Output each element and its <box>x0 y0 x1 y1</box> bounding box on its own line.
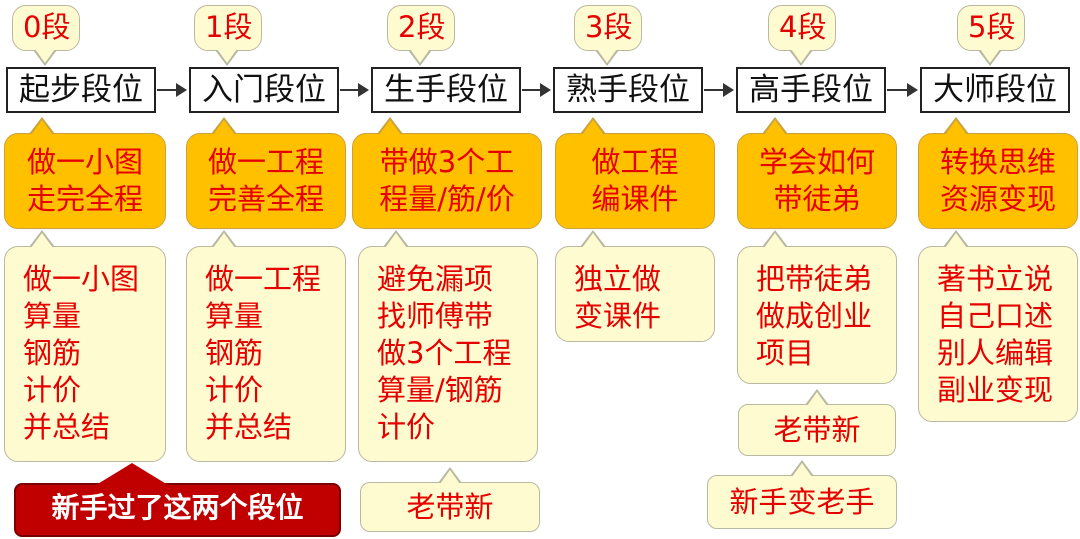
arrow-4-5 <box>887 83 918 97</box>
arrow-3-4 <box>704 83 734 97</box>
detail-box-5: 著书立说 自己口述 别人编辑 副业变现 <box>918 230 1078 422</box>
stage-box-4: 高手段位 <box>736 67 886 113</box>
beginner-banner: 新手过了这两个段位 <box>14 463 341 537</box>
level-badge-5: 5段 <box>957 5 1025 66</box>
detail-box-4: 把带徒弟 做成创业 项目 <box>737 230 897 384</box>
stage-box-1: 入门段位 <box>189 67 339 113</box>
detail-box-1: 做一工程 算量 钢筋 计价 并总结 <box>186 230 346 462</box>
goal-box-5: 转换思维资源变现 <box>918 117 1078 229</box>
level-badge-2: 2段 <box>387 5 455 66</box>
arrow-0-1 <box>157 83 187 97</box>
arrow-2-3 <box>522 83 551 97</box>
goal-box-4: 学会如何带徒弟 <box>737 117 897 229</box>
stage-box-2: 生手段位 <box>371 67 521 113</box>
note-stage2-mentor: 老带新 <box>360 467 540 532</box>
note-stage4-growth: 新手变老手 <box>707 460 897 529</box>
arrow-1-2 <box>340 83 369 97</box>
goal-box-3: 做工程编课件 <box>555 117 715 229</box>
detail-box-0: 做一小图 算量 钢筋 计价 并总结 <box>4 230 166 462</box>
note-stage4-mentor: 老带新 <box>738 389 896 456</box>
goal-box-2: 带做3个工程量/筋/价 <box>352 117 542 229</box>
stage-box-0: 起步段位 <box>6 67 156 113</box>
level-badge-0: 0段 <box>12 5 80 66</box>
detail-box-2: 避免漏项 找师傅带 做3个工程 算量/钢筋 计价 <box>358 230 538 462</box>
stage-box-3: 熟手段位 <box>553 67 703 113</box>
goal-box-1: 做一工程完善全程 <box>186 117 346 229</box>
goal-box-0: 做一小图走完全程 <box>4 117 166 229</box>
level-badge-1: 1段 <box>194 5 262 66</box>
stage-box-5: 大师段位 <box>920 67 1070 113</box>
level-badge-3: 3段 <box>574 5 642 66</box>
level-badge-4: 4段 <box>768 5 836 66</box>
detail-box-3: 独立做 变课件 <box>555 230 715 342</box>
